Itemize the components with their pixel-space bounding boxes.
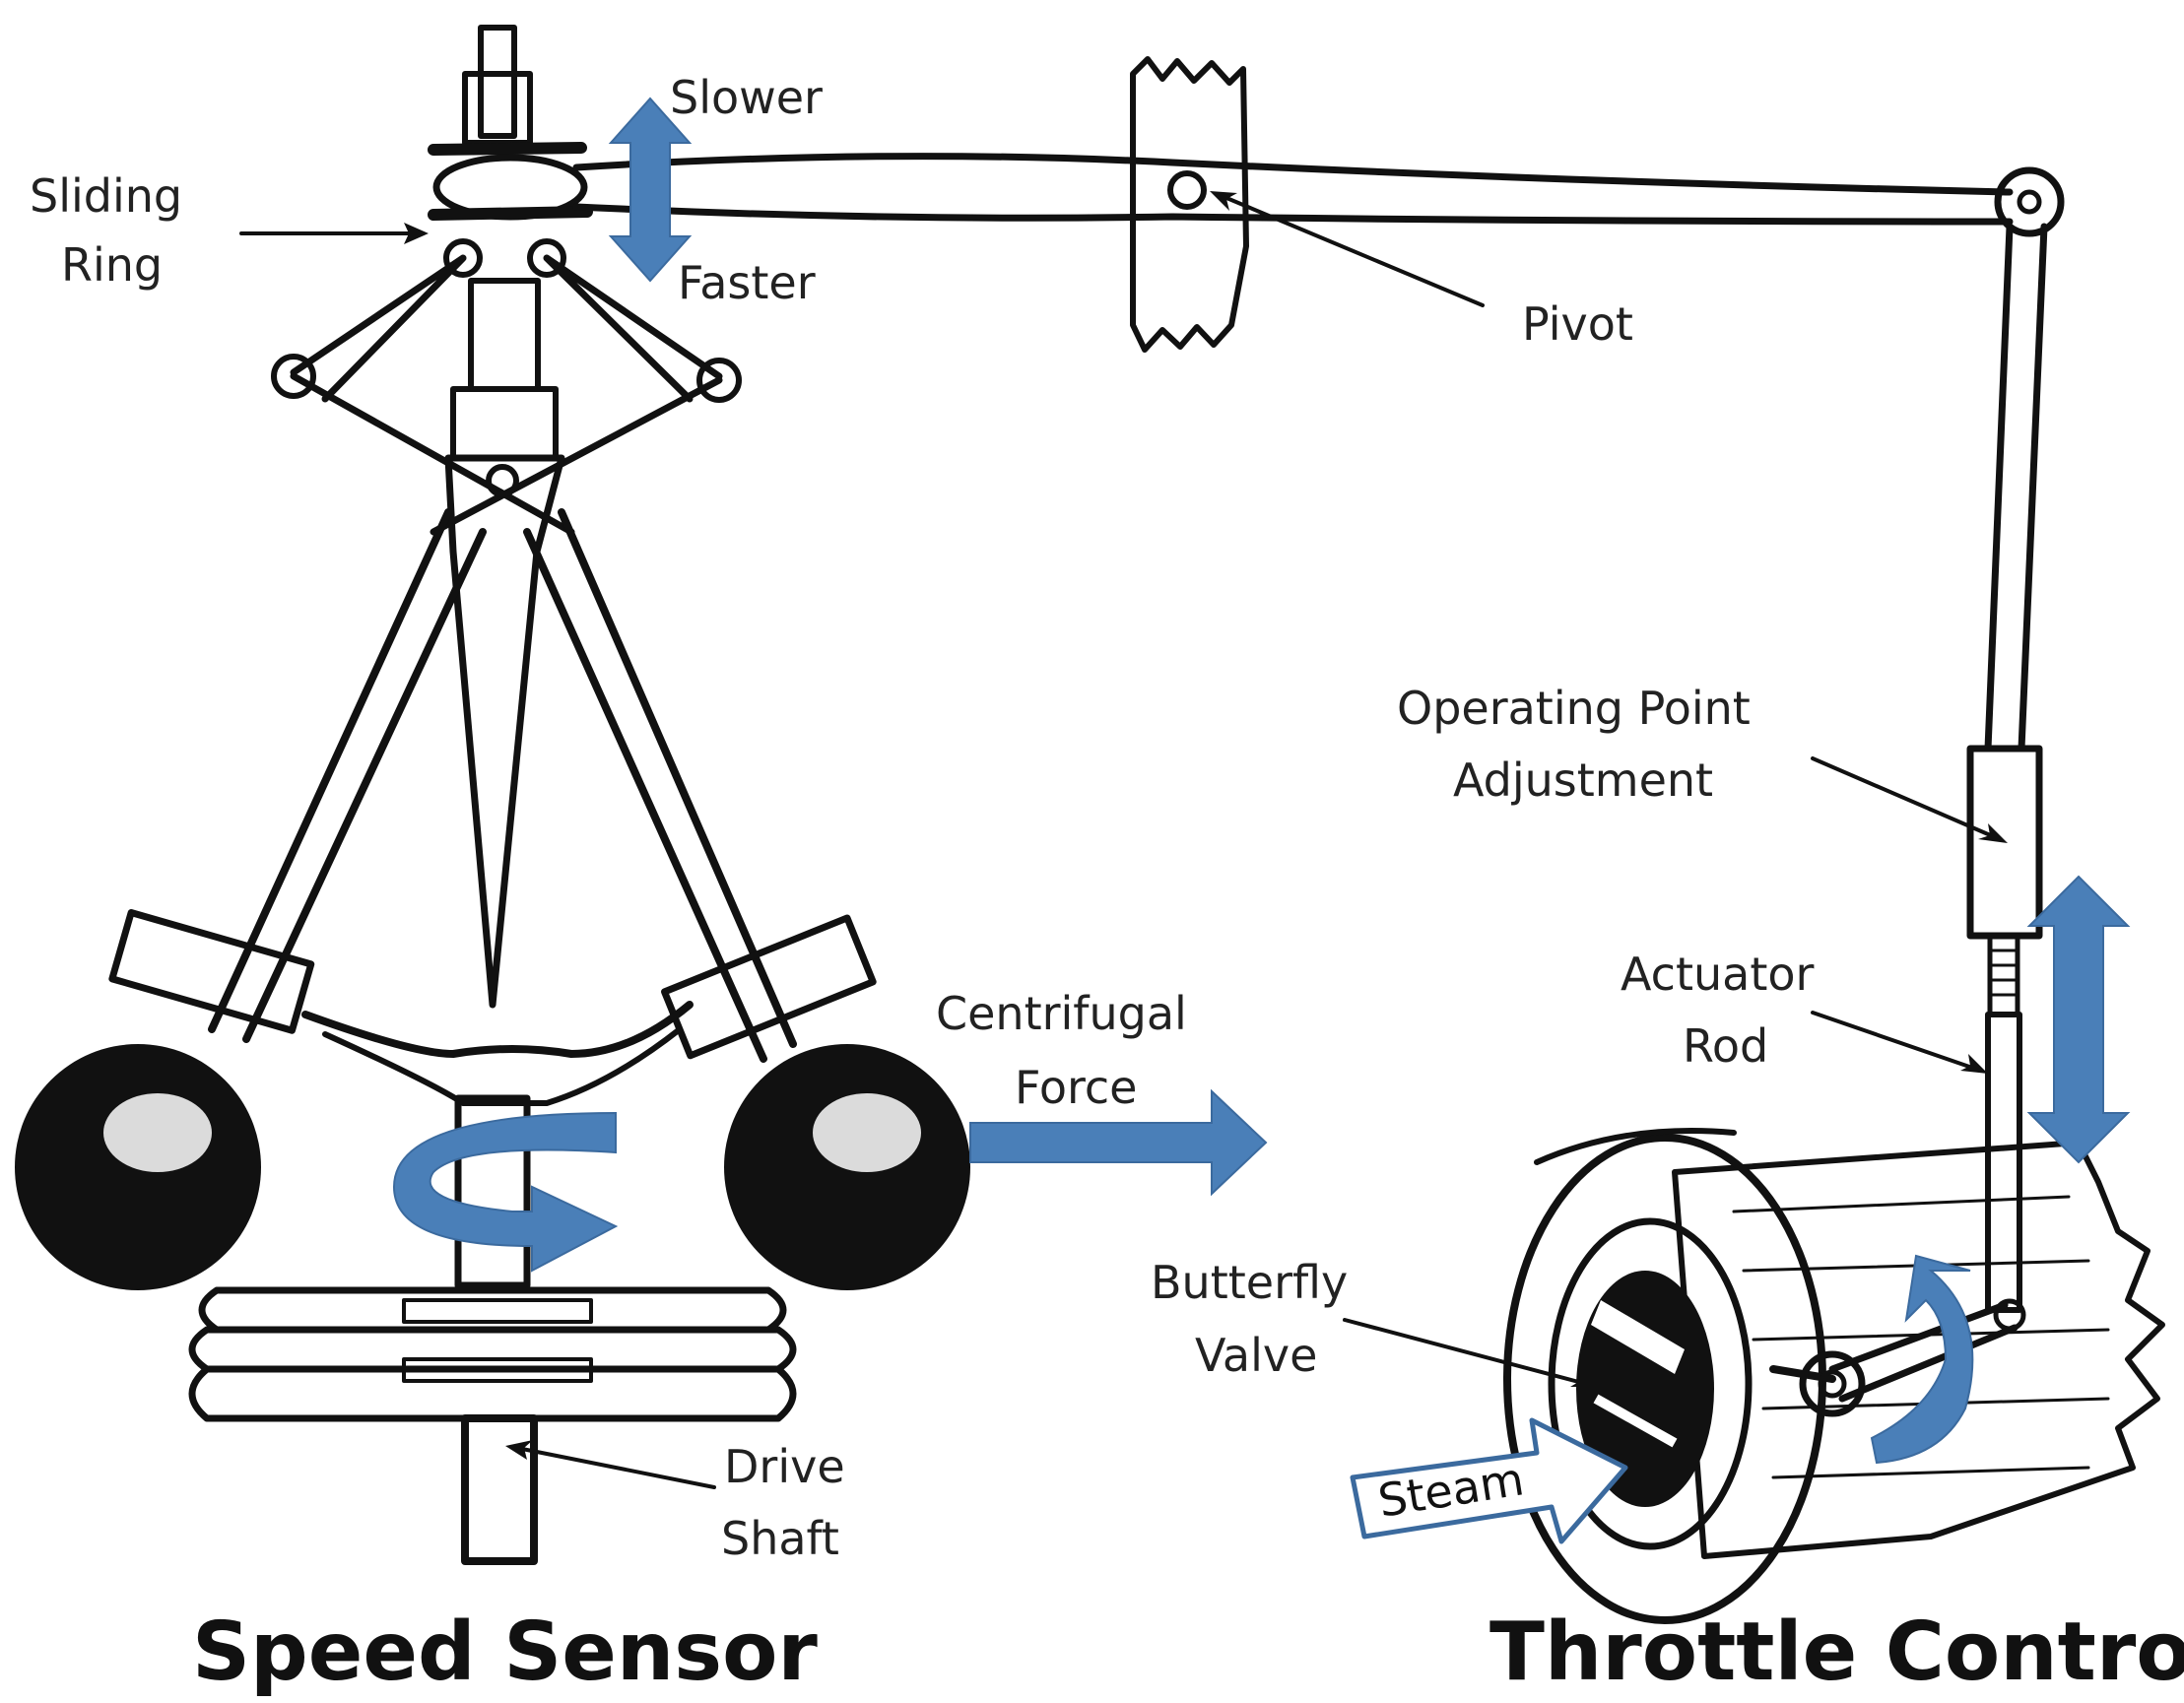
centrifugal-force-arrow [969, 1088, 1268, 1197]
slower-label: Slower [670, 71, 823, 124]
butterfly-valve-label-line2: Valve [1195, 1329, 1317, 1382]
drive-shaft-label-line1: Drive [724, 1440, 845, 1493]
operating-point-label-line1: Operating Point [1397, 682, 1751, 735]
actuator-motion-arrow [2026, 875, 2131, 1164]
butterfly-valve-label-line1: Butterfly [1151, 1256, 1348, 1309]
governor-assembly [15, 25, 970, 1565]
centrifugal-force-label-line1: Centrifugal [936, 987, 1187, 1040]
centrifugal-force-label-line2: Force [1015, 1061, 1137, 1114]
throttle-control-title: Throttle Control [1489, 1605, 2184, 1699]
throttle-valve-body [1503, 1128, 2165, 1624]
pointer-arrows [239, 191, 2008, 1489]
rotation-arrow [392, 1111, 619, 1273]
slower-faster-arrow [608, 97, 693, 283]
valve-rotation-arrow [1870, 1254, 1974, 1465]
lever-assembly [572, 56, 2065, 1332]
drive-shaft-label-line2: Shaft [721, 1512, 839, 1565]
actuator-rod-label-line1: Actuator [1621, 948, 1815, 1001]
actuator-rod-label-line2: Rod [1683, 1019, 1768, 1073]
faster-label: Faster [678, 256, 816, 309]
sliding-ring-label-line2: Ring [61, 238, 163, 292]
operating-point-label-line2: Adjustment [1453, 753, 1713, 807]
sliding-ring-label-line1: Sliding [30, 169, 182, 223]
pivot-label: Pivot [1522, 297, 1633, 351]
speed-sensor-title: Speed Sensor [192, 1605, 818, 1699]
